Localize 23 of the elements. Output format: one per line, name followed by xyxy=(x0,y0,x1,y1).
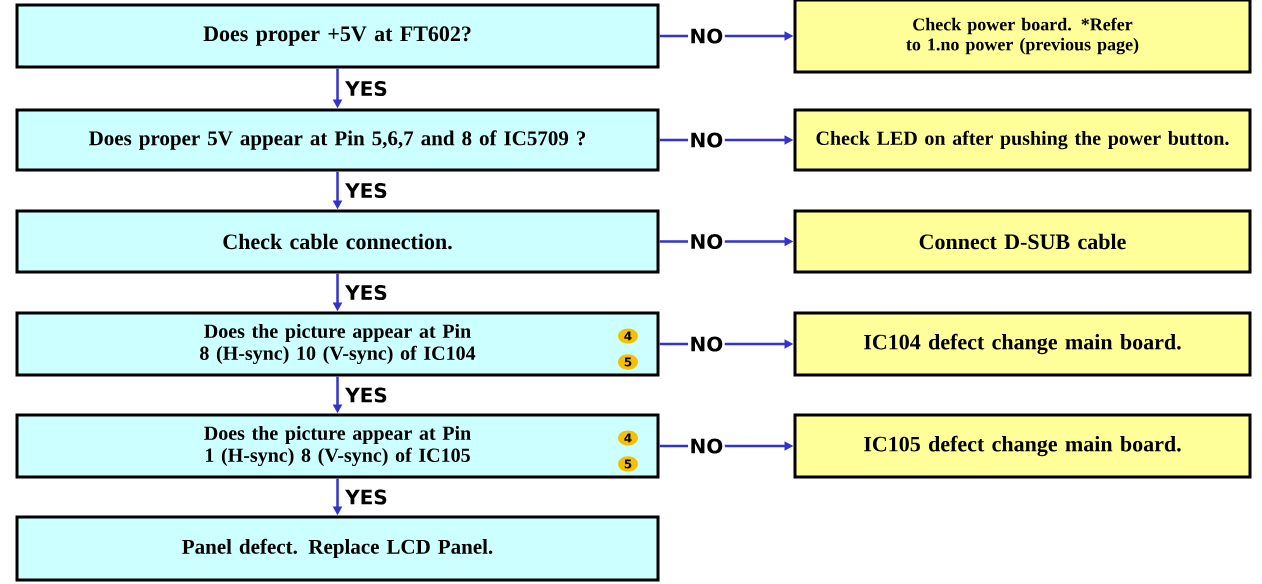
process-box: Does proper 5V appear at Pin 5,6,7 and 8 of IC5709 ? xyxy=(15,108,660,172)
process-box: Check LED on after pushing the power button. xyxy=(793,108,1252,172)
process-box: Check cable connection. xyxy=(15,209,660,274)
callout-number: 5 xyxy=(618,456,638,472)
callout-number: 5 xyxy=(618,354,638,370)
edge-label: NO xyxy=(691,28,723,44)
callout-number: 4 xyxy=(618,430,638,446)
process-box: Check power board. *Refer to 1.no power (previous page) xyxy=(793,0,1252,74)
callout-number: 4 xyxy=(618,328,638,344)
edge-label: YES xyxy=(345,489,387,505)
process-box: IC105 defect change main board. xyxy=(793,413,1252,479)
edge-label: NO xyxy=(691,336,723,352)
process-box: Does proper +5V at FT602? xyxy=(15,3,660,69)
process-box: Panel defect. Replace LCD Panel. xyxy=(15,515,660,582)
edge-label: NO xyxy=(691,233,723,250)
edge-label: YES xyxy=(345,80,387,97)
edge-label: YES xyxy=(345,387,387,403)
edge-label: YES xyxy=(345,182,387,199)
edge-label: YES xyxy=(345,284,387,301)
process-box: Connect D-SUB cable xyxy=(793,209,1252,274)
edge-label: NO xyxy=(691,438,723,454)
edge-label: NO xyxy=(691,132,723,148)
process-box: IC104 defect change main board. xyxy=(793,311,1252,377)
